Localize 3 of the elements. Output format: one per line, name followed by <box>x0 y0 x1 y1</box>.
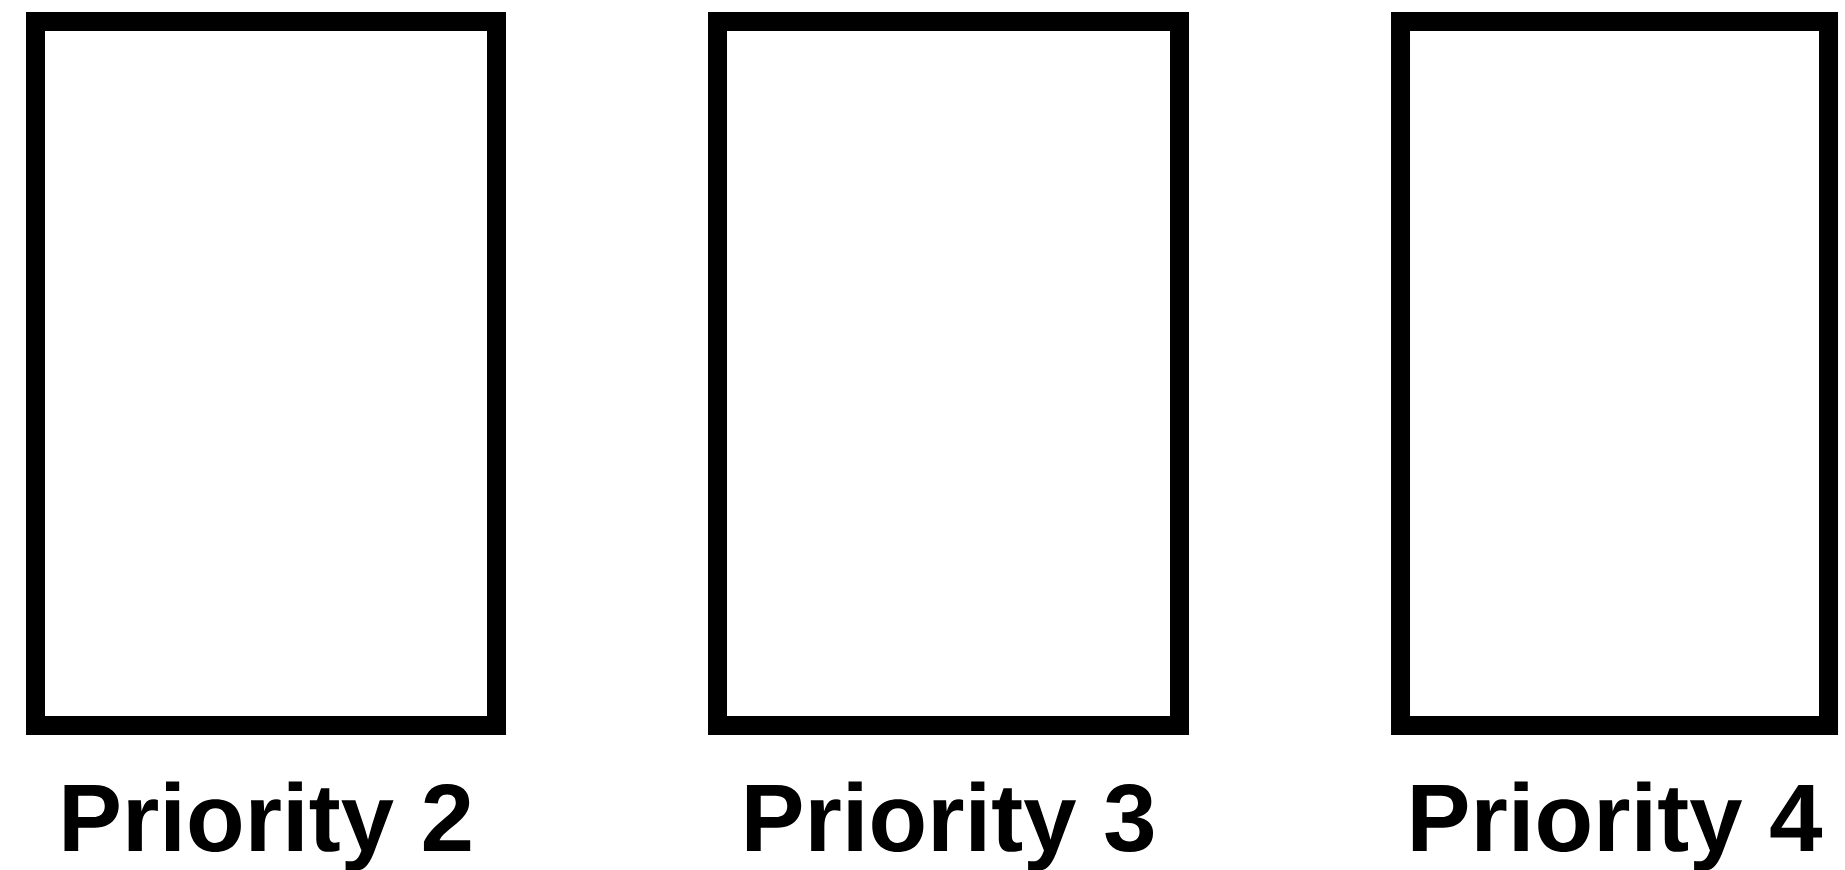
box-label: Priority 4 <box>1412 781 1822 870</box>
box-label: Priority 2 <box>64 781 471 870</box>
box-label: Priority 3 <box>746 781 1154 870</box>
